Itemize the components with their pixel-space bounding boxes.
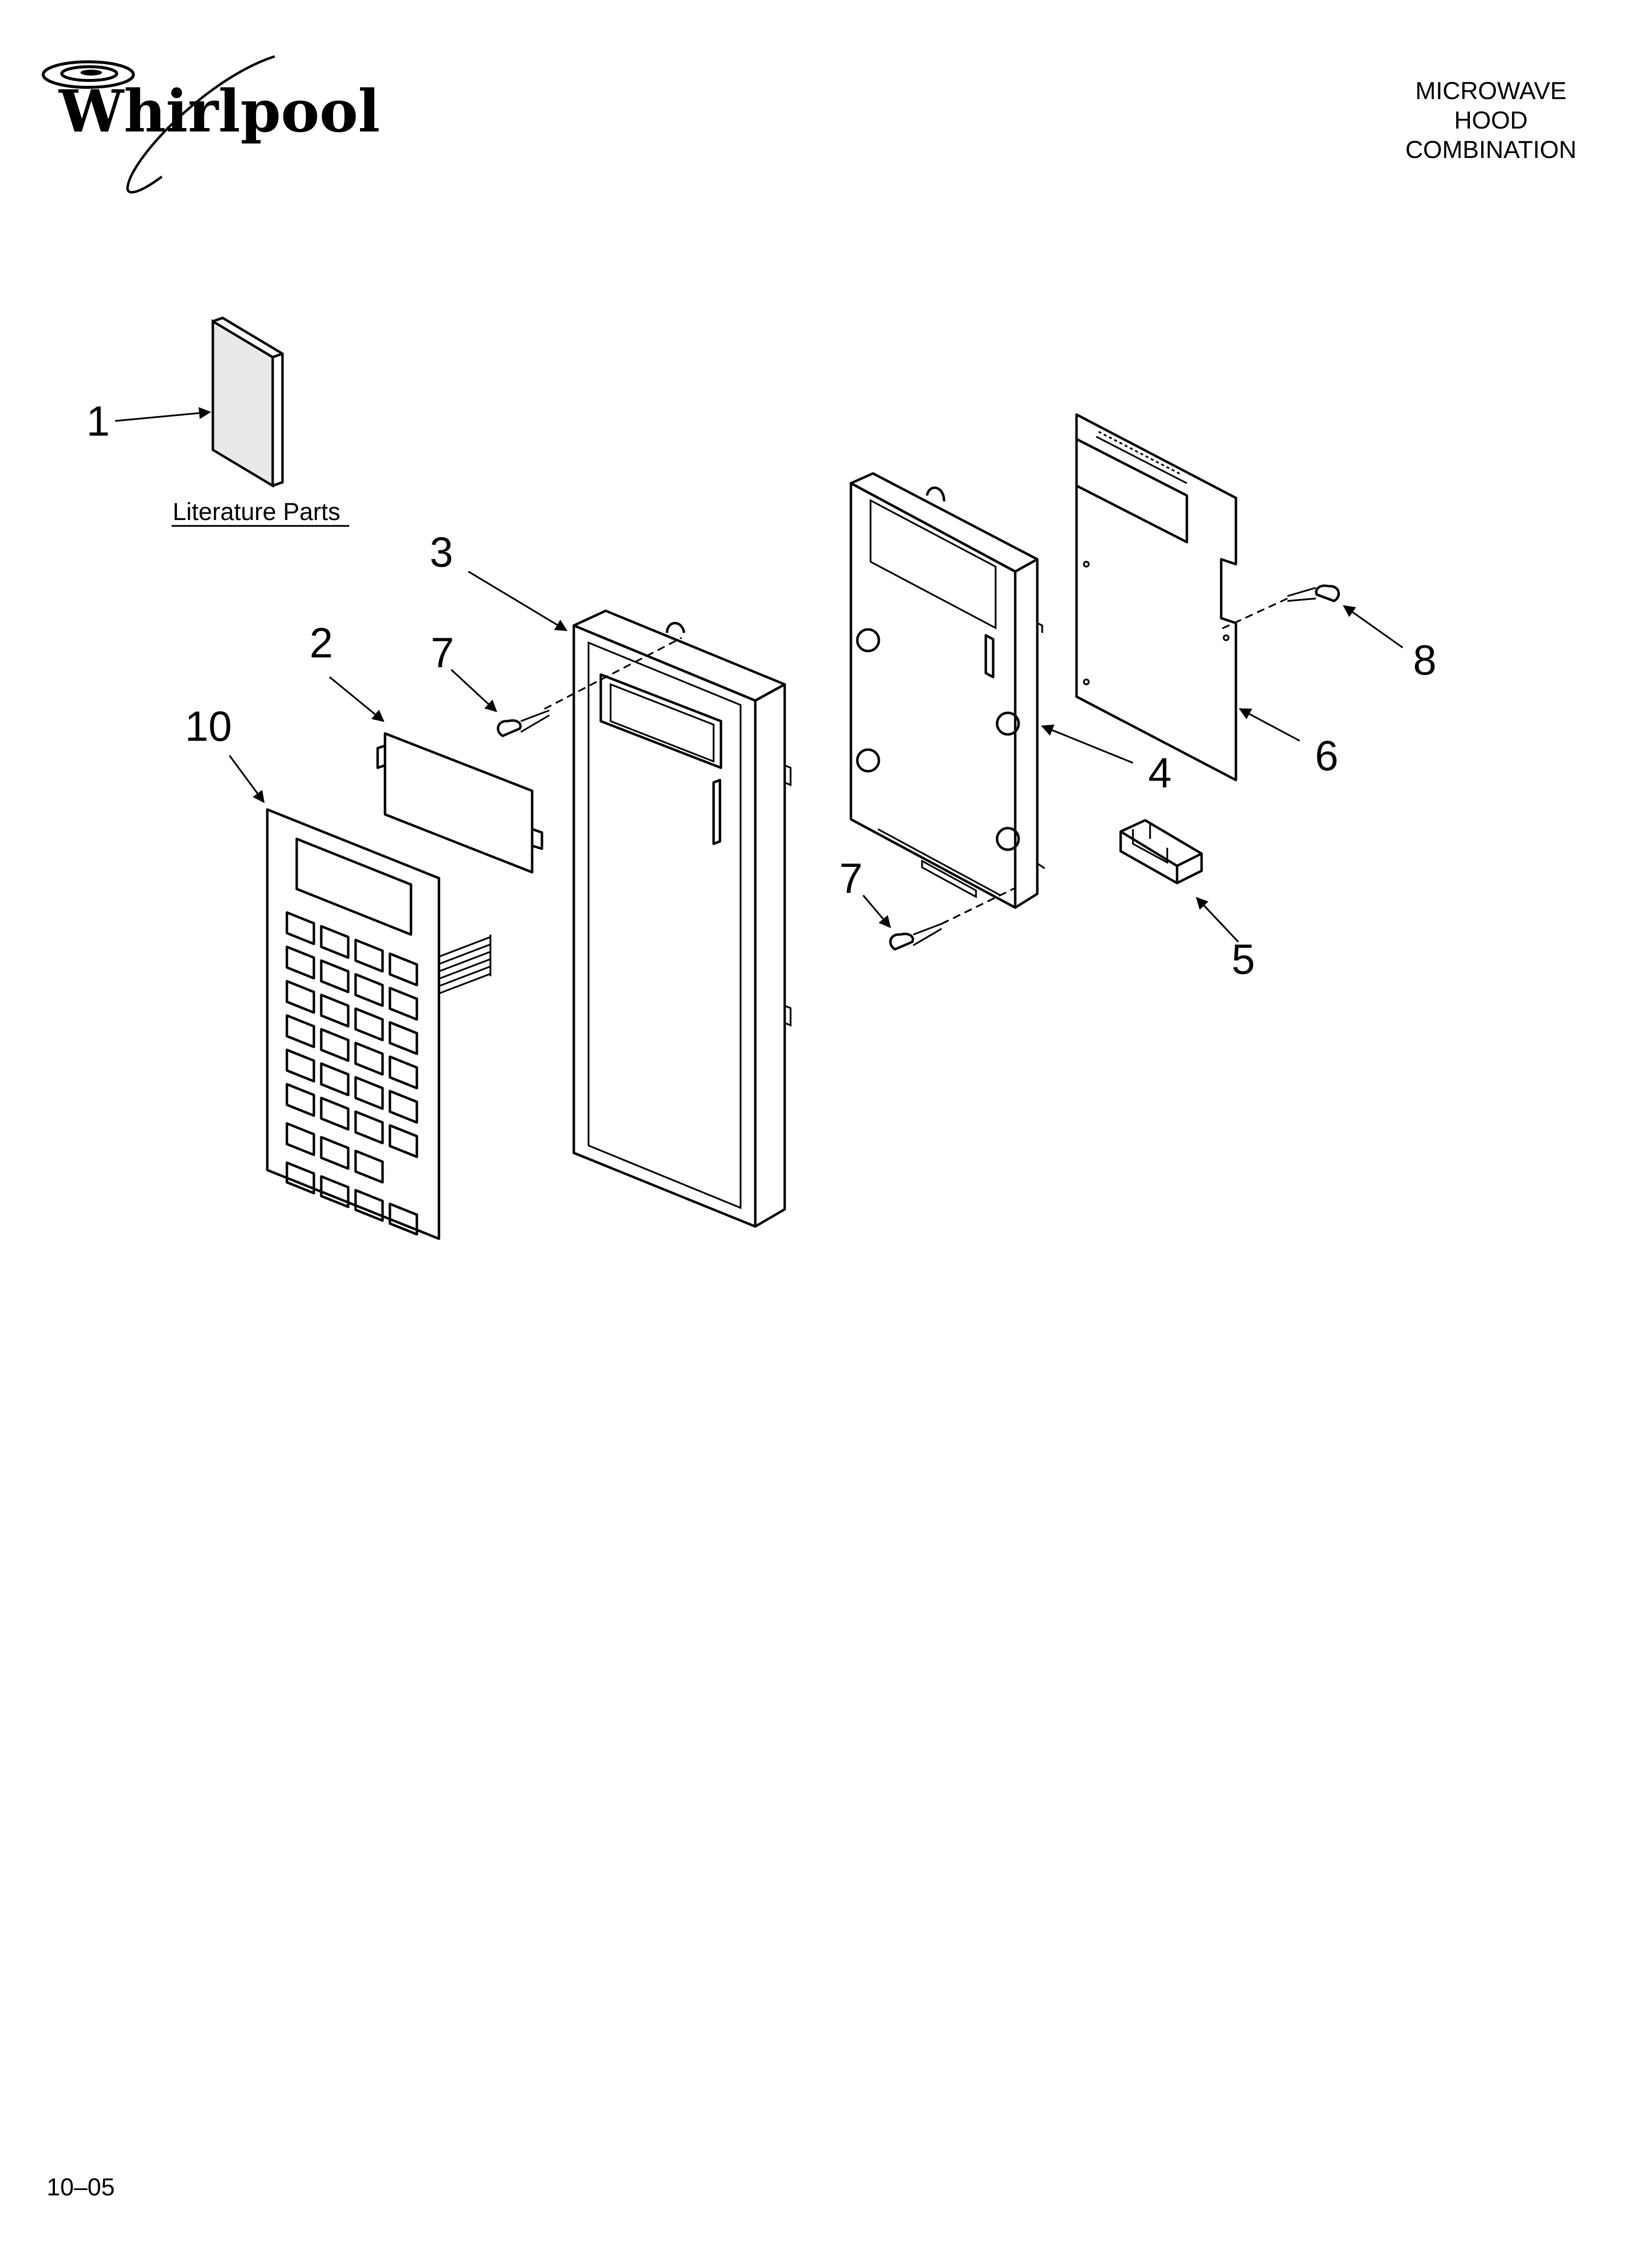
part-latch-bracket — [1119, 819, 1203, 885]
callout-3: 3 — [430, 529, 453, 576]
keypad-key — [285, 1083, 315, 1117]
header-line-2: HOOD — [1454, 106, 1528, 134]
keypad-key — [285, 1161, 315, 1195]
keypad-key — [320, 1096, 350, 1131]
literature-parts-label: Literature Parts — [173, 498, 340, 525]
whirlpool-logo: Whirlpool — [42, 55, 380, 194]
keypad-key — [388, 1021, 418, 1055]
footer-revision-code: 10–05 — [47, 2173, 115, 2201]
keypad-key — [285, 945, 315, 980]
keypad-key — [388, 952, 418, 987]
callout-7-upper: 7 — [431, 629, 454, 677]
keypad-key — [320, 1175, 350, 1208]
align-line-6 — [1221, 598, 1288, 630]
keypad-key — [320, 1062, 350, 1096]
header-line-3: COMBINATION — [1405, 136, 1576, 163]
header-line-1: MICROWAVE — [1415, 77, 1566, 104]
callout-2: 2 — [309, 620, 333, 667]
align-line-3 — [544, 637, 682, 710]
part-control-housing — [849, 472, 1045, 909]
keypad-key — [320, 1136, 350, 1170]
keypad-key — [354, 938, 384, 973]
keypad-key — [285, 1122, 315, 1156]
callout-1: 1 — [86, 398, 110, 445]
keypad-key — [354, 1189, 384, 1222]
keypad-key — [388, 1055, 418, 1090]
callout-4: 4 — [1148, 750, 1172, 797]
keypad-key — [285, 1014, 315, 1048]
keypad-key — [285, 980, 315, 1014]
leader-lines — [115, 407, 1404, 943]
align-line-4 — [941, 887, 1016, 925]
callout-6: 6 — [1315, 732, 1338, 780]
screw-7-upper — [496, 709, 550, 737]
callout-8: 8 — [1413, 637, 1437, 684]
screw-8 — [1287, 584, 1340, 602]
part-window — [376, 732, 543, 874]
part-keypad-membrane — [266, 808, 491, 1240]
part-literature-book — [211, 316, 284, 488]
keypad-key — [354, 973, 384, 1007]
keypad-key — [354, 1149, 384, 1184]
part-circuit-board — [1075, 413, 1237, 782]
keypad-keys — [285, 911, 418, 1236]
keypad-key — [354, 1076, 384, 1110]
keypad-key — [388, 1124, 418, 1158]
callout-10: 10 — [185, 703, 232, 750]
keypad-key — [354, 1042, 384, 1076]
screw-7-lower — [889, 923, 942, 951]
keypad-key — [388, 1202, 418, 1236]
keypad-key — [388, 1090, 418, 1124]
callout-5: 5 — [1232, 936, 1255, 983]
keypad-key — [285, 1048, 315, 1083]
brand-logo-text: Whirlpool — [58, 77, 380, 145]
keypad-key — [320, 925, 350, 959]
keypad-key — [354, 1110, 384, 1145]
keypad-key — [320, 1028, 350, 1062]
keypad-key — [354, 1007, 384, 1042]
keypad-key — [320, 959, 350, 993]
part-control-panel-frame — [572, 609, 792, 1228]
keypad-key — [320, 993, 350, 1028]
keypad-key — [285, 911, 315, 945]
callout-7-lower: 7 — [839, 855, 863, 902]
keypad-key — [388, 987, 418, 1021]
